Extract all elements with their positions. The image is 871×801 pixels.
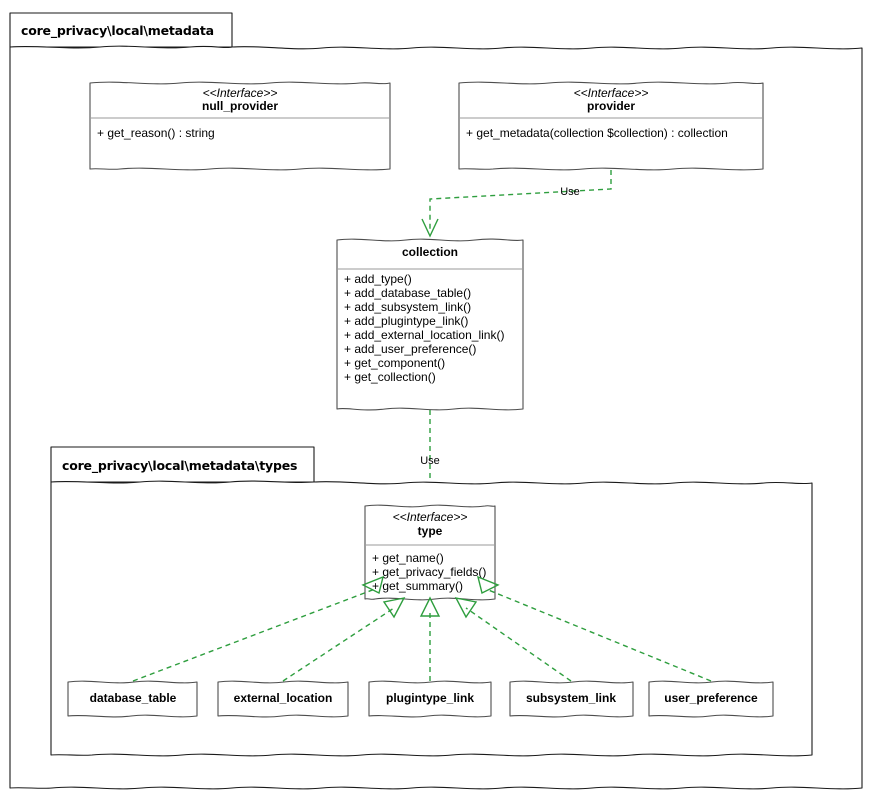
relationship-user-preference-realizes-type-arrowhead (476, 575, 500, 595)
relationship-external-location-realizes-type[interactable] (282, 597, 406, 682)
class-collection-member-2: + add_subsystem_link() (344, 300, 471, 314)
relationship-database-table-realizes-type-arrowhead (361, 575, 385, 595)
class-collection-member-3: + add_plugintype_link() (344, 314, 468, 328)
class-null-provider[interactable]: <<Interface>> null_provider + get_reason… (89, 81, 391, 171)
relationship-provider-uses-collection-label: Use (560, 186, 580, 198)
class-plugintype-link[interactable]: plugintype_link (368, 680, 492, 718)
class-type-stereotype: <<Interface>> (393, 510, 468, 524)
relationship-user-preference-realizes-type[interactable] (476, 575, 712, 682)
class-provider-box (458, 81, 764, 171)
class-database-table[interactable]: database_table (67, 680, 198, 718)
class-provider-member-0: + get_metadata(collection $collection) :… (466, 126, 728, 140)
class-type-name: type (418, 524, 443, 538)
class-user-preference-box (648, 680, 774, 718)
relationship-provider-uses-collection-arrowhead (421, 218, 439, 238)
class-plugintype-link-name: plugintype_link (386, 691, 474, 705)
class-collection-member-6: + get_component() (344, 356, 445, 370)
class-external-location[interactable]: external_location (217, 680, 349, 718)
relationship-database-table-realizes-type-line (132, 588, 376, 682)
class-provider-name: provider (587, 99, 635, 113)
class-subsystem-link-box (509, 680, 634, 718)
class-collection-name: collection (402, 245, 458, 259)
relationship-external-location-realizes-type-arrowhead (382, 597, 406, 619)
class-subsystem-link[interactable]: subsystem_link (509, 680, 634, 718)
relationship-plugintype-link-realizes-type[interactable] (419, 596, 441, 681)
class-provider-stereotype: <<Interface>> (574, 86, 649, 100)
class-collection-member-1: + add_database_table() (344, 286, 471, 300)
relationship-subsystem-link-realizes-type-arrowhead (454, 597, 478, 619)
class-collection-member-7: + get_collection() (344, 370, 436, 384)
class-collection-member-0: + add_type() (344, 272, 412, 286)
class-collection[interactable]: collection + add_type() + add_database_t… (336, 238, 524, 411)
class-user-preference[interactable]: user_preference (648, 680, 774, 718)
relationship-database-table-realizes-type[interactable] (132, 575, 385, 682)
class-subsystem-link-name: subsystem_link (526, 691, 616, 705)
class-collection-member-5: + add_user_preference() (344, 342, 476, 356)
class-user-preference-name: user_preference (664, 691, 758, 705)
class-database-table-box (67, 680, 198, 718)
package-types-label: core_privacy\local\metadata\types (62, 458, 297, 474)
relationship-user-preference-realizes-type-line (485, 588, 712, 682)
package-metadata-label: core_privacy\local\metadata (21, 23, 214, 39)
class-null-provider-stereotype: <<Interface>> (203, 86, 278, 100)
relationship-plugintype-link-realizes-type-arrowhead (419, 596, 441, 617)
class-type-member-1: + get_privacy_fields() (372, 565, 486, 579)
relationship-provider-uses-collection[interactable]: Use (421, 170, 612, 238)
class-type-member-0: + get_name() (372, 551, 444, 565)
class-collection-box (336, 238, 524, 411)
relationship-collection-uses-type-label: Use (420, 455, 440, 467)
class-external-location-name: external_location (234, 691, 333, 705)
class-external-location-box (217, 680, 349, 718)
class-null-provider-name: null_provider (202, 99, 278, 113)
class-provider[interactable]: <<Interface>> provider + get_metadata(co… (458, 81, 764, 171)
class-type-box (364, 504, 496, 601)
class-type-member-2: + get_summary() (372, 579, 463, 593)
relationship-external-location-realizes-type-line (282, 607, 395, 682)
relationship-provider-uses-collection-line (429, 170, 612, 229)
relationship-subsystem-link-realizes-type[interactable] (454, 597, 572, 682)
class-plugintype-link-box (368, 680, 492, 718)
class-null-provider-box (89, 81, 391, 171)
relationship-subsystem-link-realizes-type-line (465, 607, 572, 682)
class-database-table-name: database_table (90, 691, 177, 705)
class-collection-member-4: + add_external_location_link() (344, 328, 504, 342)
class-null-provider-member-0: + get_reason() : string (97, 126, 215, 140)
class-type[interactable]: <<Interface>> type + get_name() + get_pr… (364, 504, 496, 601)
